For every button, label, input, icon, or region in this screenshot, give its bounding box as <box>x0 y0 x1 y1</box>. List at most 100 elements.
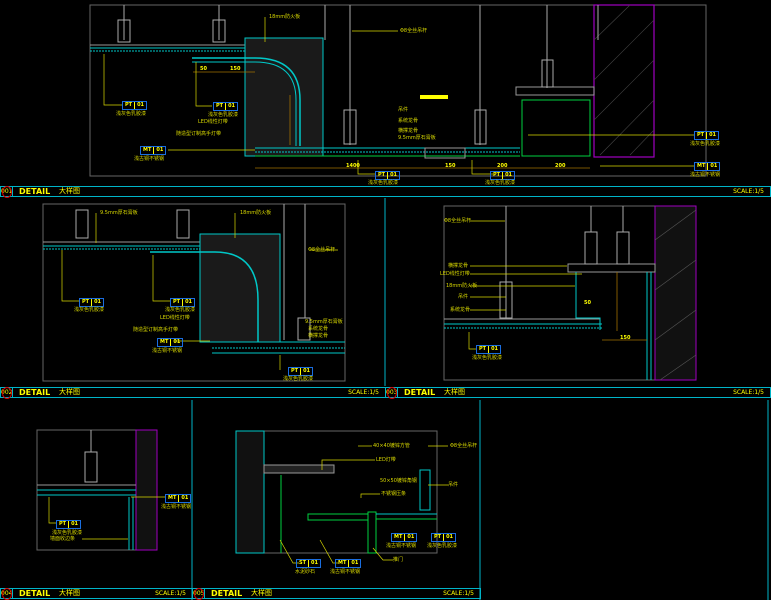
panel-004-drawing <box>36 429 165 551</box>
label-fireboard: 18mm防火板 <box>446 283 478 289</box>
scale-label: SCALE:1/5 <box>733 389 764 396</box>
label-rod: Φ8全丝吊杆 <box>400 28 428 34</box>
material-name: 浅灰色乳胶漆 <box>52 530 83 536</box>
label-fireboard: 18mm防火板 <box>240 210 272 216</box>
material-name: 浅灰色乳胶漆 <box>283 376 314 382</box>
label-steel-tube: 40×40镀锌方管 <box>373 443 410 449</box>
label-fireboard: 18mm防火板 <box>269 14 301 20</box>
detail-name: 大样图 <box>59 589 80 597</box>
label-main-keel: 系统龙骨 <box>450 307 471 313</box>
dim: 150 <box>230 66 241 72</box>
material-name: 浅灰色乳胶漆 <box>368 180 399 186</box>
label-door: 推门 <box>393 557 404 563</box>
material-name: 浅灰色乳胶漆 <box>116 111 147 117</box>
panel-002-drawing <box>42 203 346 382</box>
dim: 200 <box>497 163 508 169</box>
scale-label: SCALE:1/5 <box>733 188 764 195</box>
label-gypsum: 9.5mm厚石膏板 <box>398 135 436 141</box>
detail-word: DETAIL <box>19 388 51 397</box>
detail-name: 大样图 <box>251 589 272 597</box>
material-name: 浅灰色乳胶漆 <box>427 543 458 549</box>
title-bar-001: 001 DETAIL 大样图 SCALE:1/5 <box>0 186 771 198</box>
label-gypsum: 9.5mm厚石膏板 <box>305 319 343 325</box>
material-name: 水泥砂石 <box>295 569 316 575</box>
label-led: LED线性灯带 <box>198 119 228 125</box>
label-rod: Φ8全丝吊杆 <box>444 218 472 224</box>
scale-label: SCALE:1/5 <box>443 590 474 597</box>
label-hanger: 吊件 <box>448 482 459 488</box>
detail-word: DETAIL <box>19 589 51 598</box>
label-hanger: 吊件 <box>398 107 409 113</box>
label-cross-keel: 横撑龙骨 <box>398 128 419 134</box>
detail-word: DETAIL <box>404 388 436 397</box>
material-name: 浅古铜不锈钢 <box>134 156 165 162</box>
dim: 150 <box>620 335 631 341</box>
label-custom-light: 随造型订制高手灯带 <box>176 131 222 137</box>
dim: 1400 <box>346 163 360 169</box>
detail-number: 003 <box>386 387 398 399</box>
label-main-keel: 系统龙骨 <box>308 326 329 332</box>
label-led: LED线性灯带 <box>160 315 190 321</box>
label-cross-keel: 横撑龙骨 <box>448 263 469 269</box>
title-bar-005: 005 DETAIL 大样图 SCALE:1/5 <box>192 588 481 600</box>
material-name: 浅灰色乳胶漆 <box>165 307 196 313</box>
detail-number: 002 <box>1 387 13 399</box>
label-rod: Φ8全丝吊杆 <box>450 443 478 449</box>
material-name: 浅古铜不锈钢 <box>690 172 721 178</box>
label-led: LED线性灯带 <box>440 271 470 277</box>
detail-name: 大样图 <box>444 388 465 396</box>
label-hidden-strip: 不锈钢压条 <box>381 491 407 497</box>
dim: 50 <box>200 66 207 72</box>
label-rod: Φ8全丝吊杆 <box>308 247 336 253</box>
panel-003-drawing <box>443 205 697 381</box>
material-name: 浅古铜不锈钢 <box>386 543 417 549</box>
detail-name: 大样图 <box>59 388 80 396</box>
material-name: 浅古铜不锈钢 <box>330 569 361 575</box>
material-name: 浅灰色乳胶漆 <box>485 180 516 186</box>
label-steel-angle: 50×50镀锌角钢 <box>380 478 417 484</box>
title-bar-002: 002 DETAIL 大样图 SCALE:1/5 <box>0 387 386 399</box>
material-name: 浅灰色乳胶漆 <box>74 307 105 313</box>
panel-001-drawing <box>89 4 707 177</box>
material-name: 浅古铜不锈钢 <box>161 504 192 510</box>
dim: 50 <box>584 300 591 306</box>
panel-005-drawing <box>235 430 448 564</box>
label-main-keel: 系统龙骨 <box>398 118 419 124</box>
title-bar-003: 003 DETAIL 大样图 SCALE:1/5 <box>385 387 771 399</box>
scale-label: SCALE:1/5 <box>155 590 186 597</box>
material-name: 浅灰色乳胶漆 <box>472 355 503 361</box>
label-custom-light: 随造型订制高手灯带 <box>133 327 179 333</box>
title-lines <box>191 198 769 600</box>
material-name: 浅灰色乳胶漆 <box>208 112 239 118</box>
detail-word: DETAIL <box>19 187 51 196</box>
label-wall-edge: 墙面收边条 <box>50 536 76 542</box>
detail-number: 004 <box>1 588 13 600</box>
label-gypsum: 9.5mm厚石膏板 <box>100 210 138 216</box>
detail-name: 大样图 <box>59 187 80 195</box>
title-bar-004: 004 DETAIL 大样图 SCALE:1/5 <box>0 588 193 600</box>
scale-label: SCALE:1/5 <box>348 389 379 396</box>
label-cross-keel: 横撑龙骨 <box>308 333 329 339</box>
detail-number: 005 <box>193 588 205 600</box>
dim: 200 <box>555 163 566 169</box>
label-hanger: 吊件 <box>458 294 469 300</box>
